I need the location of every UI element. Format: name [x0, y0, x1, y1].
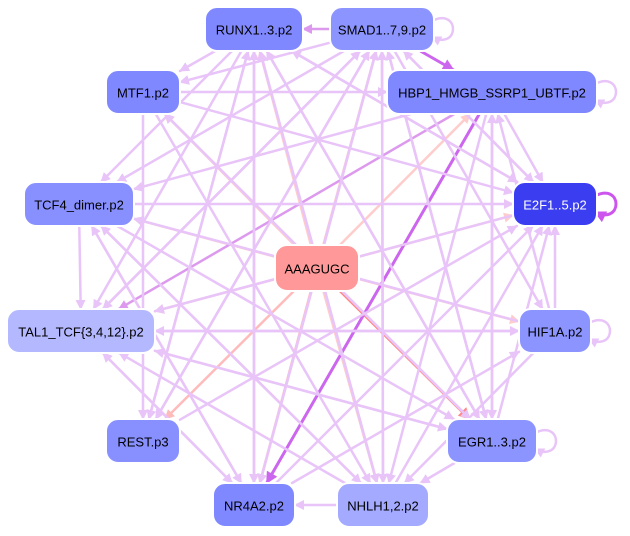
node-hbp1-label: HBP1_HMGB_SSRP1_UBTF.p2 — [398, 86, 586, 101]
edge-77 — [101, 49, 362, 311]
node-hif1a[interactable]: HIF1A.p2 — [518, 308, 592, 354]
edge-58 — [265, 49, 481, 421]
edge-15 — [178, 49, 217, 73]
node-smad-label: SMAD1..7,9.p2 — [338, 23, 426, 38]
edges-layer — [75, 24, 560, 510]
edge-38 — [132, 112, 413, 192]
edge-14 — [117, 112, 456, 311]
edge-39 — [503, 112, 544, 184]
node-hbp1-box — [386, 69, 598, 115]
node-tcf4-label: TCF4_dimer.p2 — [34, 198, 124, 213]
edge-11 — [338, 112, 472, 247]
node-rest-label: REST.p3 — [117, 435, 168, 450]
node-e2f[interactable]: E2F1..5.p2 — [512, 181, 598, 227]
node-mtf1-box — [105, 69, 181, 115]
node-rest[interactable]: REST.p3 — [105, 418, 181, 464]
edge-13 — [418, 49, 456, 72]
node-runx1-label: RUNX1..3.p2 — [216, 23, 293, 38]
node-mtf1[interactable]: MTF1.p2 — [105, 69, 181, 115]
edge-34 — [178, 100, 515, 196]
edge-44 — [116, 224, 455, 421]
node-nr4a2[interactable]: NR4A2.p2 — [212, 482, 296, 528]
edge-61 — [419, 461, 456, 485]
node-tal1[interactable]: TAL1_TCF{3,4,12}.p2 — [6, 308, 156, 354]
node-tcf4[interactable]: TCF4_dimer.p2 — [23, 181, 135, 227]
node-center-box — [274, 244, 360, 292]
node-e2f-box — [512, 181, 598, 227]
node-tcf4-box — [23, 181, 135, 227]
node-egr-label: EGR1..3.p2 — [458, 435, 526, 450]
self-loop-0 — [431, 17, 455, 46]
node-hbp1[interactable]: HBP1_HMGB_SSRP1_UBTF.p2 — [386, 69, 598, 115]
edge-76 — [147, 49, 251, 421]
node-egr[interactable]: EGR1..3.p2 — [446, 418, 538, 464]
edge-67 — [117, 351, 347, 485]
node-nhlh-label: NHLH1,2.p2 — [347, 499, 419, 514]
edge-78 — [153, 349, 449, 432]
node-tal1-box — [6, 308, 156, 354]
node-e2f-label: E2F1..5.p2 — [523, 198, 587, 213]
nodes-layer: AAAGUGC RUNX1..3.p2 SMAD1..7,9.p2 MTF1.p… — [6, 6, 598, 528]
self-loop-4 — [534, 429, 558, 458]
node-hif1a-box — [518, 308, 592, 354]
edge-36 — [154, 112, 372, 485]
node-nr4a2-box — [212, 482, 296, 528]
node-center-label: AAAGUGC — [284, 262, 349, 277]
node-nr4a2-label: NR4A2.p2 — [224, 499, 284, 514]
node-rest-box — [105, 418, 181, 464]
self-loops-layer — [431, 17, 618, 458]
node-runx1-box — [204, 6, 304, 52]
edge-63 — [394, 224, 544, 485]
node-runx1[interactable]: RUNX1..3.p2 — [204, 6, 304, 52]
self-loop-1 — [594, 80, 618, 109]
node-nhlh-box — [336, 482, 430, 528]
self-loop-3 — [588, 319, 612, 348]
node-nhlh[interactable]: NHLH1,2.p2 — [336, 482, 430, 528]
edge-43 — [75, 224, 86, 311]
edge-64 — [377, 49, 388, 485]
edge-75 — [178, 224, 519, 421]
node-egr-box — [446, 418, 538, 464]
self-loop-2 — [593, 191, 618, 223]
node-hif1a-label: HIF1A.p2 — [528, 325, 583, 340]
edge-7 — [163, 289, 296, 421]
node-center[interactable]: AAAGUGC — [274, 244, 360, 292]
edge-74 — [154, 49, 371, 421]
node-smad-box — [329, 6, 435, 52]
edge-72 — [274, 224, 535, 485]
node-mtf1-label: MTF1.p2 — [117, 86, 169, 101]
node-smad[interactable]: SMAD1..7,9.p2 — [329, 6, 435, 52]
node-tal1-label: TAL1_TCF{3,4,12}.p2 — [18, 325, 144, 340]
edge-12 — [265, 112, 481, 485]
